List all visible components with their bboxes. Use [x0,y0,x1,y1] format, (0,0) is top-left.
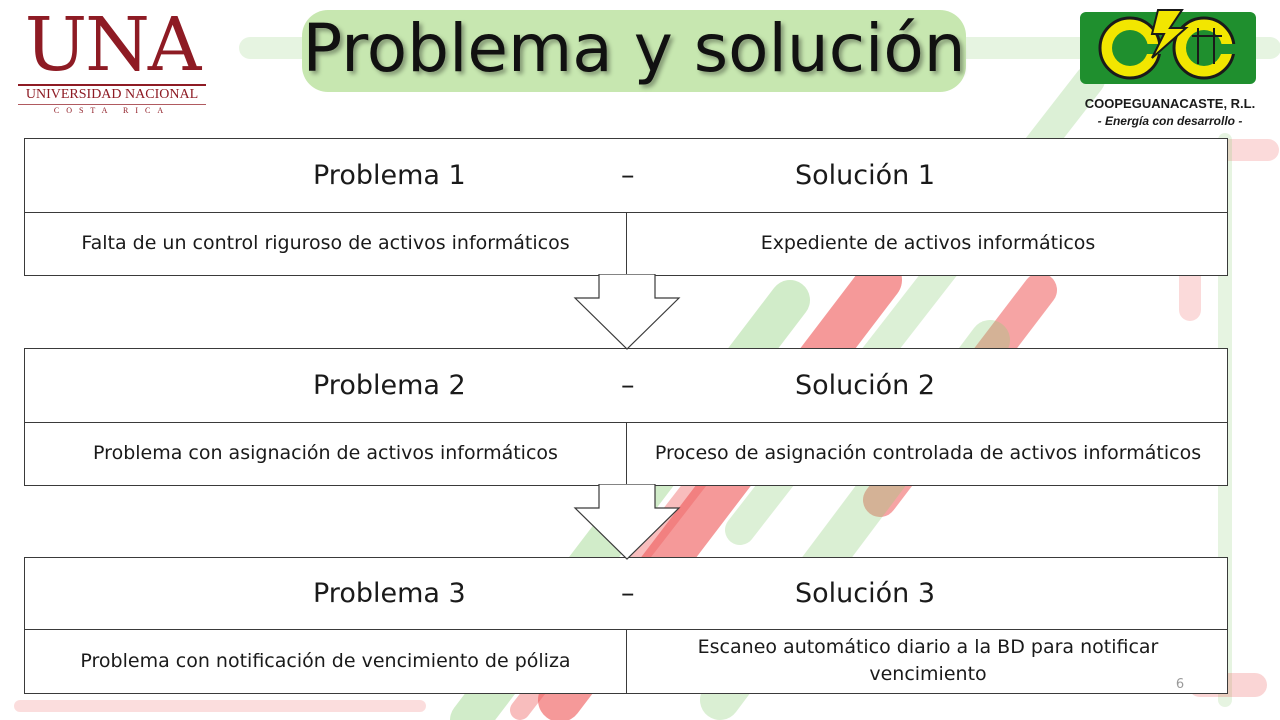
problem-solution-block-3: Problema 3 – Solución 3 Problema con not… [24,557,1228,694]
block-1-dash: – [621,160,635,191]
una-logo: UNA UNIVERSIDAD NACIONAL COSTA RICA [12,8,212,120]
down-arrow-icon [573,484,681,560]
una-logo-line1: UNIVERSIDAD NACIONAL [18,84,206,102]
block-3-header: Problema 3 – Solución 3 [25,558,1227,630]
block-1-solution-title: Solución 1 [795,160,936,191]
block-2-problem-title: Problema 2 [313,370,466,401]
coopeguanacaste-logo: COOPEGUANACASTE, R.L. - Energía con desa… [1072,6,1268,130]
problem-solution-block-1: Problema 1 – Solución 1 Falta de un cont… [24,138,1228,276]
block-3-solution: Escaneo automático diario a la BD para n… [697,636,1159,685]
page-number: 6 [1175,677,1185,692]
block-1-problem-title: Problema 1 [313,160,466,191]
block-2-dash: – [621,370,635,401]
block-2-problem: Problema con asignación de activos infor… [25,422,627,485]
block-3-problem: Problema con notificación de vencimiento… [25,629,627,693]
block-1-problem: Falta de un control riguroso de activos … [25,212,627,275]
block-3-problem-title: Problema 3 [313,578,466,609]
cg-cooperative-logo-icon [1080,9,1256,84]
block-3-dash: – [621,578,635,609]
una-logo-wordmark: UNA [24,2,202,88]
block-2-solution-title: Solución 2 [795,370,936,401]
page-title: Problema y solución [302,10,966,87]
block-2-solution: Proceso de asignación controlada de acti… [654,442,1202,464]
down-arrow-icon [573,274,681,350]
coopeguanacaste-name: COOPEGUANACASTE, R.L. [1084,96,1256,111]
block-2-header: Problema 2 – Solución 2 [25,349,1227,423]
block-1-solution: Expediente de activos informáticos [760,232,1096,254]
coopeguanacaste-slogan: - Energía con desarrollo - [1097,114,1243,128]
una-logo-line2: COSTA RICA [18,104,206,115]
problem-solution-block-2: Problema 2 – Solución 2 Problema con asi… [24,348,1228,486]
block-1-header: Problema 1 – Solución 1 [25,139,1227,213]
title-highlight [302,10,966,92]
block-3-solution-title: Solución 3 [795,578,936,609]
